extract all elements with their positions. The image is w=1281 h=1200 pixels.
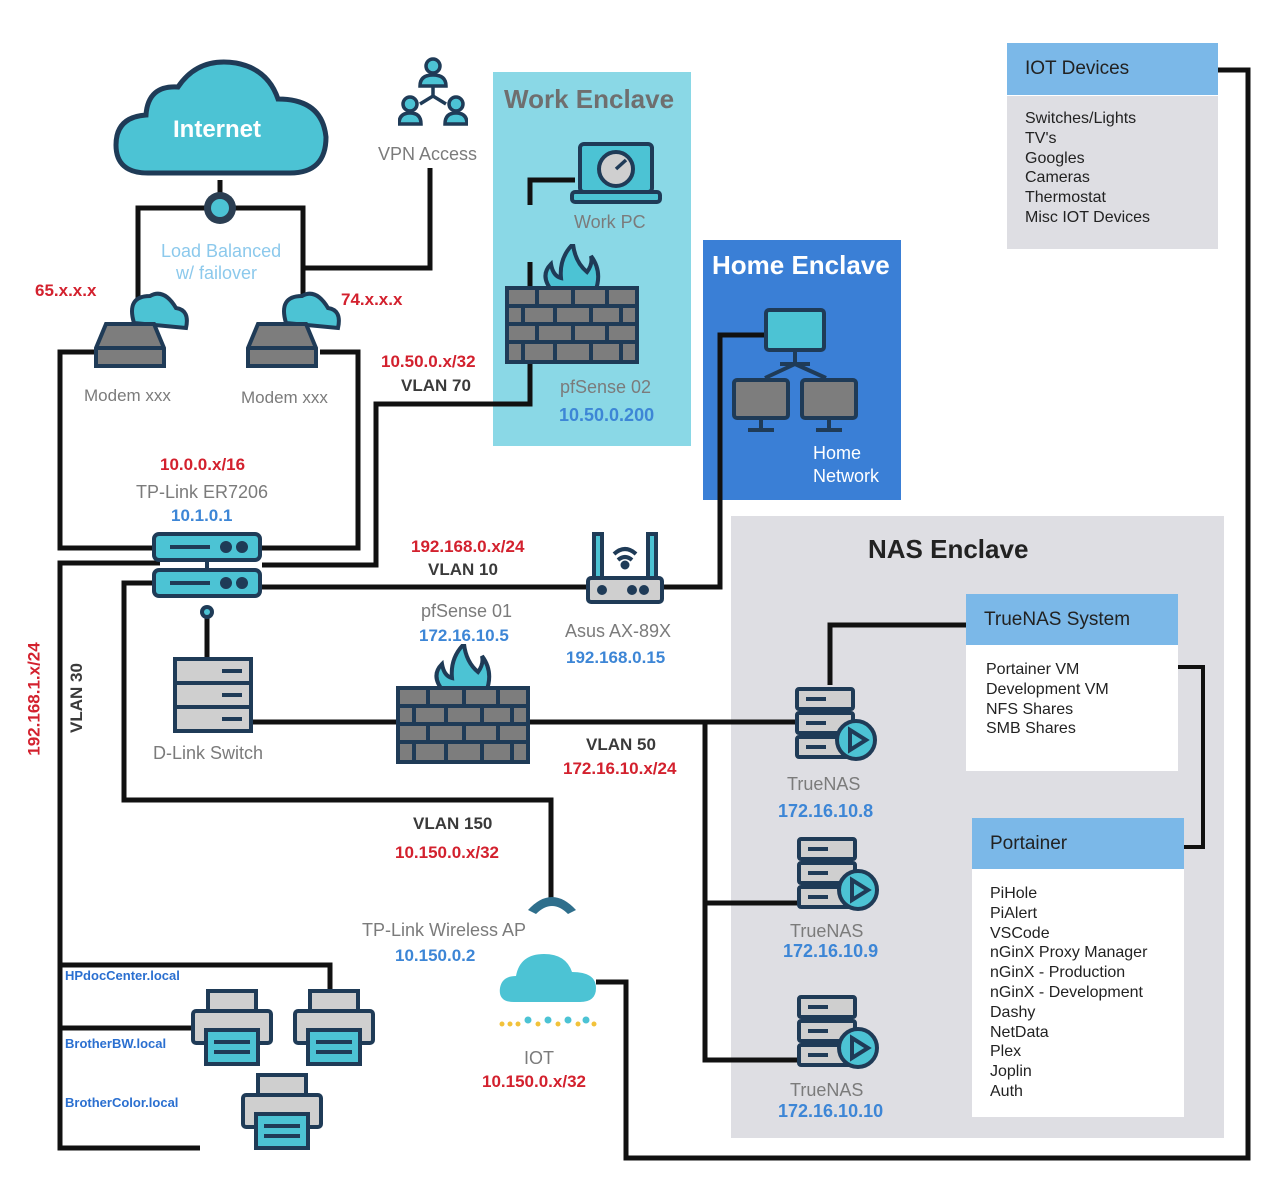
router-ip: 10.1.0.1 (171, 506, 233, 525)
list-item: NetData (990, 1023, 1049, 1041)
users-network-icon (398, 57, 468, 126)
list-item: nGinX - Development (990, 983, 1143, 1001)
vlan70-label: VLAN 70 (401, 376, 471, 395)
pfsense01-label: pfSense 01 (421, 601, 513, 621)
iot-cloud-icon (499, 954, 597, 1027)
firewall-icon (505, 244, 639, 364)
work-enclave-title: Work Enclave (504, 84, 675, 114)
iot-subnet: 10.150.0.x/32 (482, 1072, 586, 1091)
list-item: nGinX Proxy Manager (990, 944, 1148, 962)
list-item: VSCode (990, 924, 1050, 942)
vlan50-subnet: 172.16.10.x/24 (563, 759, 677, 778)
internet-cloud-icon (113, 59, 329, 176)
wireless-ap-label: TP-Link Wireless AP (362, 920, 527, 940)
pfsense01-ip: 172.16.10.5 (419, 626, 509, 645)
list-item: Thermostat (1025, 189, 1106, 207)
iot-devices-list: Switches/Lights TV's Googles Cameras The… (1025, 109, 1150, 228)
truenas-2-label: TrueNAS (790, 921, 864, 941)
list-item: TV's (1025, 129, 1057, 147)
printer-hp-label: HPdocCenter.local (65, 968, 180, 983)
home-enclave-title: Home Enclave (712, 250, 890, 280)
list-item: PiAlert (990, 904, 1038, 922)
nas-enclave-title: NAS Enclave (868, 534, 1029, 564)
wireless-ap-ip: 10.150.0.2 (395, 946, 476, 965)
computer-network-icon (732, 308, 858, 432)
firewall-icon (396, 644, 530, 764)
modem-1-label: Modem xxx (84, 386, 171, 405)
truenas-system-card (966, 645, 1178, 771)
list-item: Auth (990, 1082, 1023, 1100)
truenas-1-label: TrueNAS (787, 774, 861, 794)
list-item: Misc IOT Devices (1025, 208, 1151, 226)
modem-1-ip: 65.x.x.x (35, 281, 97, 300)
vlan10-subnet: 192.168.0.x/24 (411, 537, 525, 556)
wifi-router-icon (586, 532, 664, 604)
portainer-list: PiHole PiAlert VSCode nGinX Proxy Manage… (990, 884, 1147, 1102)
nas-server-icon (795, 687, 877, 761)
pfsense02-ip: 10.50.0.200 (559, 405, 655, 425)
printer-icon (293, 989, 375, 1066)
dlink-label: D-Link Switch (153, 743, 264, 763)
iot-label: IOT (524, 1048, 554, 1068)
vlan10-label: VLAN 10 (428, 560, 498, 579)
printer-brotherbw-label: BrotherBW.local (65, 1036, 167, 1051)
nas-server-icon (797, 837, 879, 911)
vlan30-subnet: 192.168.1.x/24 (24, 642, 44, 756)
internet-label: Internet (173, 116, 262, 143)
list-item: PiHole (990, 885, 1038, 902)
modem-icon (246, 291, 341, 368)
home-network-label-line2: Network (813, 466, 880, 486)
list-item: Portainer VM (986, 661, 1080, 678)
list-item: Plex (990, 1043, 1022, 1061)
nas-server-icon (797, 995, 879, 1069)
home-enclave-panel (703, 240, 901, 500)
iot-devices-title: IOT Devices (1007, 43, 1218, 95)
home-network-label-line1: Home (813, 443, 862, 463)
list-item: Cameras (1025, 169, 1090, 187)
truenas-3-ip: 172.16.10.10 (778, 1101, 884, 1121)
wifi-signal-icon (528, 897, 576, 914)
list-item: NFS Shares (986, 700, 1074, 718)
vlan70-subnet: 10.50.0.x/32 (381, 352, 476, 371)
printer-brothercolor-label: BrotherColor.local (65, 1095, 179, 1110)
list-item: SMB Shares (986, 720, 1076, 738)
vpn-access-label: VPN Access (378, 144, 478, 164)
failover-label: w/ failover (176, 263, 258, 283)
printer-icon (191, 989, 273, 1066)
truenas-system-list: Portainer VM Development VM NFS Shares S… (986, 660, 1109, 739)
list-item: Development VM (986, 680, 1109, 698)
list-item: Switches/Lights (1025, 110, 1137, 127)
router-label: TP-Link ER7206 (136, 482, 269, 502)
pfsense02-label: pfSense 02 (560, 377, 652, 397)
truenas-2-ip: 172.16.10.9 (783, 941, 879, 961)
modem-2-ip: 74.x.x.x (341, 290, 403, 309)
printer-icon (241, 1073, 323, 1150)
laptop-gauge-icon (570, 142, 662, 204)
work-pc-label: Work PC (574, 212, 646, 232)
list-item: Joplin (990, 1063, 1032, 1081)
asus-label: Asus AX-89X (565, 621, 672, 641)
vlan30-label: VLAN 30 (66, 663, 86, 733)
list-item: Dashy (990, 1003, 1036, 1021)
truenas-3-label: TrueNAS (790, 1080, 864, 1100)
modem-icon (94, 291, 189, 368)
portainer-title: Portainer (972, 818, 1184, 869)
vlan50-label: VLAN 50 (586, 735, 656, 754)
list-item: Googles (1025, 149, 1085, 167)
list-item: nGinX - Production (990, 964, 1126, 982)
router-subnet: 10.0.0.x/16 (160, 455, 246, 474)
truenas-1-ip: 172.16.10.8 (778, 801, 874, 821)
vlan150-label: VLAN 150 (413, 814, 493, 833)
load-balanced-label: Load Balanced (161, 241, 282, 261)
iot-devices-panel (1007, 96, 1218, 249)
switch-icon (173, 657, 253, 733)
portainer-card (972, 869, 1184, 1117)
modem-2-label: Modem xxx (241, 388, 328, 407)
vlan150-subnet: 10.150.0.x/32 (395, 843, 499, 862)
asus-ip: 192.168.0.15 (566, 648, 666, 667)
router-icon (152, 532, 262, 598)
truenas-system-title: TrueNAS System (966, 594, 1178, 645)
